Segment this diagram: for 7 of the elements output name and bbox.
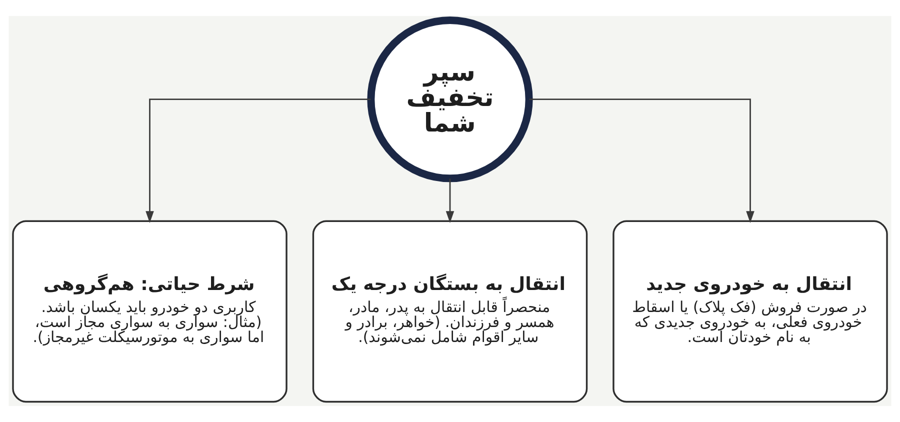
arrow: [146, 98, 371, 223]
node-box: انتقال به بستگان درجه یک منحصراً قابل انتقال به پدر، مادر، همسر و فرزندان. (خواهر، برادر و سایر اقوام شامل نمی‌شوند).: [312, 220, 588, 403]
arrow: [529, 98, 754, 223]
node-circle: سپر تخفیف شما: [367, 16, 533, 182]
node-box: شرط حیاتی: هم‌گروهی کاربری دو خودرو باید یکسان باشد. (مثال: سواری به سواری مجاز است، اما سواری به موتورسیکلت غیرمجاز).: [12, 220, 288, 403]
arrow: [446, 178, 454, 223]
node-box: انتقال به خودروی جدید در صورت فروش (فک پلاک) یا اسقاط خودروی فعلی، به خودروی جدیدی که به نام خودتان است.: [612, 220, 888, 403]
